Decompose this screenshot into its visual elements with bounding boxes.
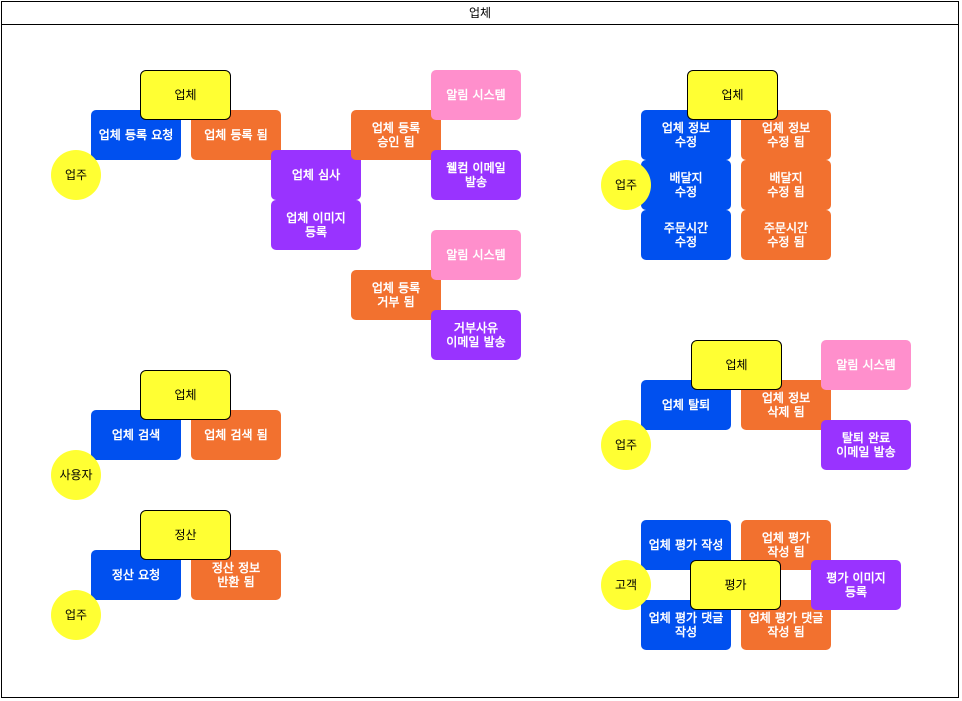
- aggregate-settlement[interactable]: 정산: [140, 510, 231, 560]
- aggregate-edit[interactable]: 업체: [687, 70, 778, 120]
- actor-register[interactable]: 업주: [51, 150, 101, 200]
- frame-title: 업체: [2, 2, 958, 25]
- policy-review[interactable]: 업체 심사: [271, 150, 361, 200]
- policy-image-register[interactable]: 업체 이미지 등록: [271, 200, 361, 250]
- event-delivery-edited[interactable]: 배달지 수정 됨: [741, 160, 831, 210]
- policy-reject-email[interactable]: 거부사유 이메일 발송: [431, 310, 521, 360]
- event-approved[interactable]: 업체 등록 승인 됨: [351, 110, 441, 160]
- aggregate-review[interactable]: 평가: [690, 560, 781, 610]
- external-alarm-2[interactable]: 알림 시스템: [431, 230, 521, 280]
- event-hours-edited[interactable]: 주문시간 수정 됨: [741, 210, 831, 260]
- aggregate-register[interactable]: 업체: [140, 70, 231, 120]
- actor-withdraw[interactable]: 업주: [601, 420, 651, 470]
- external-alarm-1[interactable]: 알림 시스템: [431, 70, 521, 120]
- actor-settlement[interactable]: 업주: [51, 590, 101, 640]
- command-delivery-edit[interactable]: 배달지 수정: [641, 160, 731, 210]
- command-hours-edit[interactable]: 주문시간 수정: [641, 210, 731, 260]
- actor-edit[interactable]: 업주: [601, 160, 651, 210]
- actor-search[interactable]: 사용자: [51, 450, 101, 500]
- event-rejected[interactable]: 업체 등록 거부 됨: [351, 270, 441, 320]
- policy-review-image[interactable]: 평가 이미지 등록: [811, 560, 901, 610]
- aggregate-search[interactable]: 업체: [140, 370, 231, 420]
- aggregate-withdraw[interactable]: 업체: [691, 340, 782, 390]
- external-alarm-withdraw[interactable]: 알림 시스템: [821, 340, 911, 390]
- policy-withdraw-email[interactable]: 탈퇴 완료 이메일 발송: [821, 420, 911, 470]
- policy-welcome-email[interactable]: 웰컴 이메일 발송: [431, 150, 521, 200]
- actor-review[interactable]: 고객: [601, 560, 651, 610]
